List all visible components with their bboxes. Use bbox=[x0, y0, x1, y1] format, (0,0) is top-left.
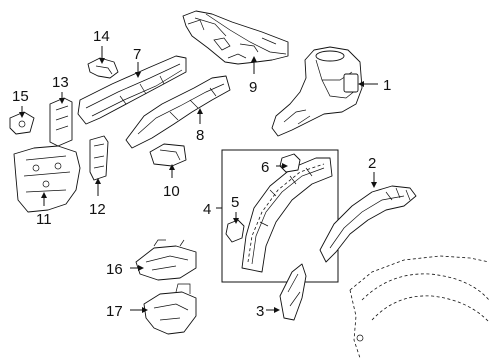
part-12-strip bbox=[89, 135, 109, 181]
part-16-bracket bbox=[135, 239, 197, 281]
part-9-upper-rail bbox=[182, 10, 289, 65]
part-13-gusset bbox=[49, 97, 73, 147]
callout-3: 3 bbox=[256, 303, 264, 320]
part-2-wheelhouse bbox=[319, 185, 417, 263]
callout-7: 7 bbox=[133, 46, 141, 63]
callout-labels: 1 2 3 4 5 6 7 8 9 10 11 12 13 14 15 16 1… bbox=[12, 28, 391, 320]
part-11-panel bbox=[13, 145, 81, 213]
part-5-bracket bbox=[225, 219, 245, 243]
part-17-mount bbox=[143, 283, 197, 335]
part-6-clip bbox=[279, 153, 301, 173]
callout-8: 8 bbox=[196, 127, 204, 144]
callout-10: 10 bbox=[163, 183, 180, 200]
part-1-shock-tower bbox=[271, 46, 363, 137]
callout-1: 1 bbox=[383, 77, 391, 94]
part-10-mount bbox=[149, 143, 187, 167]
callout-16: 16 bbox=[106, 261, 123, 278]
part-3-bracket bbox=[279, 263, 307, 321]
part-4-group-box bbox=[221, 149, 339, 283]
callout-14: 14 bbox=[93, 28, 110, 45]
callout-6: 6 bbox=[261, 159, 269, 176]
callout-15: 15 bbox=[12, 88, 29, 105]
callout-17: 17 bbox=[106, 303, 123, 320]
fender-outline bbox=[349, 255, 489, 359]
part-7-frame-rail bbox=[77, 55, 187, 125]
callout-12: 12 bbox=[89, 201, 106, 218]
callout-4: 4 bbox=[203, 201, 211, 218]
callout-11: 11 bbox=[36, 211, 52, 228]
callout-13: 13 bbox=[52, 74, 69, 91]
callout-5: 5 bbox=[231, 194, 239, 211]
callout-leaders bbox=[19, 46, 378, 313]
callout-9: 9 bbox=[249, 79, 257, 96]
callout-2: 2 bbox=[368, 155, 376, 172]
part-8-lower-rail bbox=[125, 75, 231, 149]
